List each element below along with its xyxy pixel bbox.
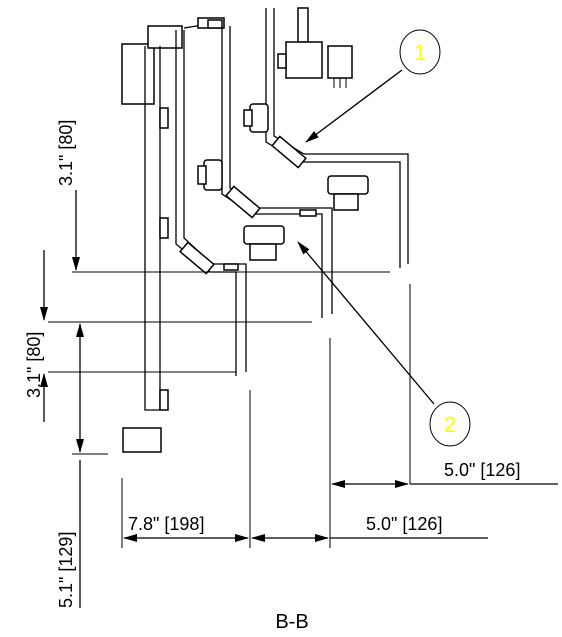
dim-horizontal-left: 7.8" [198] <box>128 514 204 534</box>
dim-horizontal-top-right: 5.0" [126] <box>444 460 520 480</box>
upper-plate <box>265 7 409 268</box>
bracket-assembly <box>121 7 409 453</box>
dim-horizontal-bottom-right: 5.0" [126] <box>366 514 442 534</box>
dim-vertical-lower: 5.1" [129] <box>56 532 76 608</box>
section-label: B-B <box>275 611 308 633</box>
dimension-labels: 3.1" [80] 3.1" [80] 5.1" [129] 7.8" [198… <box>24 120 520 608</box>
left-bracket <box>121 25 183 453</box>
callouts: 1 2 <box>297 29 471 447</box>
balloon-2 <box>429 401 471 447</box>
dimension-lines <box>40 190 558 608</box>
dim-vertical-upper: 3.1" [80] <box>56 120 76 186</box>
dim-vertical-middle: 3.1" [80] <box>24 332 44 398</box>
balloon-1-label: 1 <box>414 40 426 65</box>
edge-seals <box>179 135 307 275</box>
connector-clips <box>197 103 369 271</box>
balloon-1 <box>399 29 441 75</box>
balloon-2-label: 2 <box>444 412 456 437</box>
